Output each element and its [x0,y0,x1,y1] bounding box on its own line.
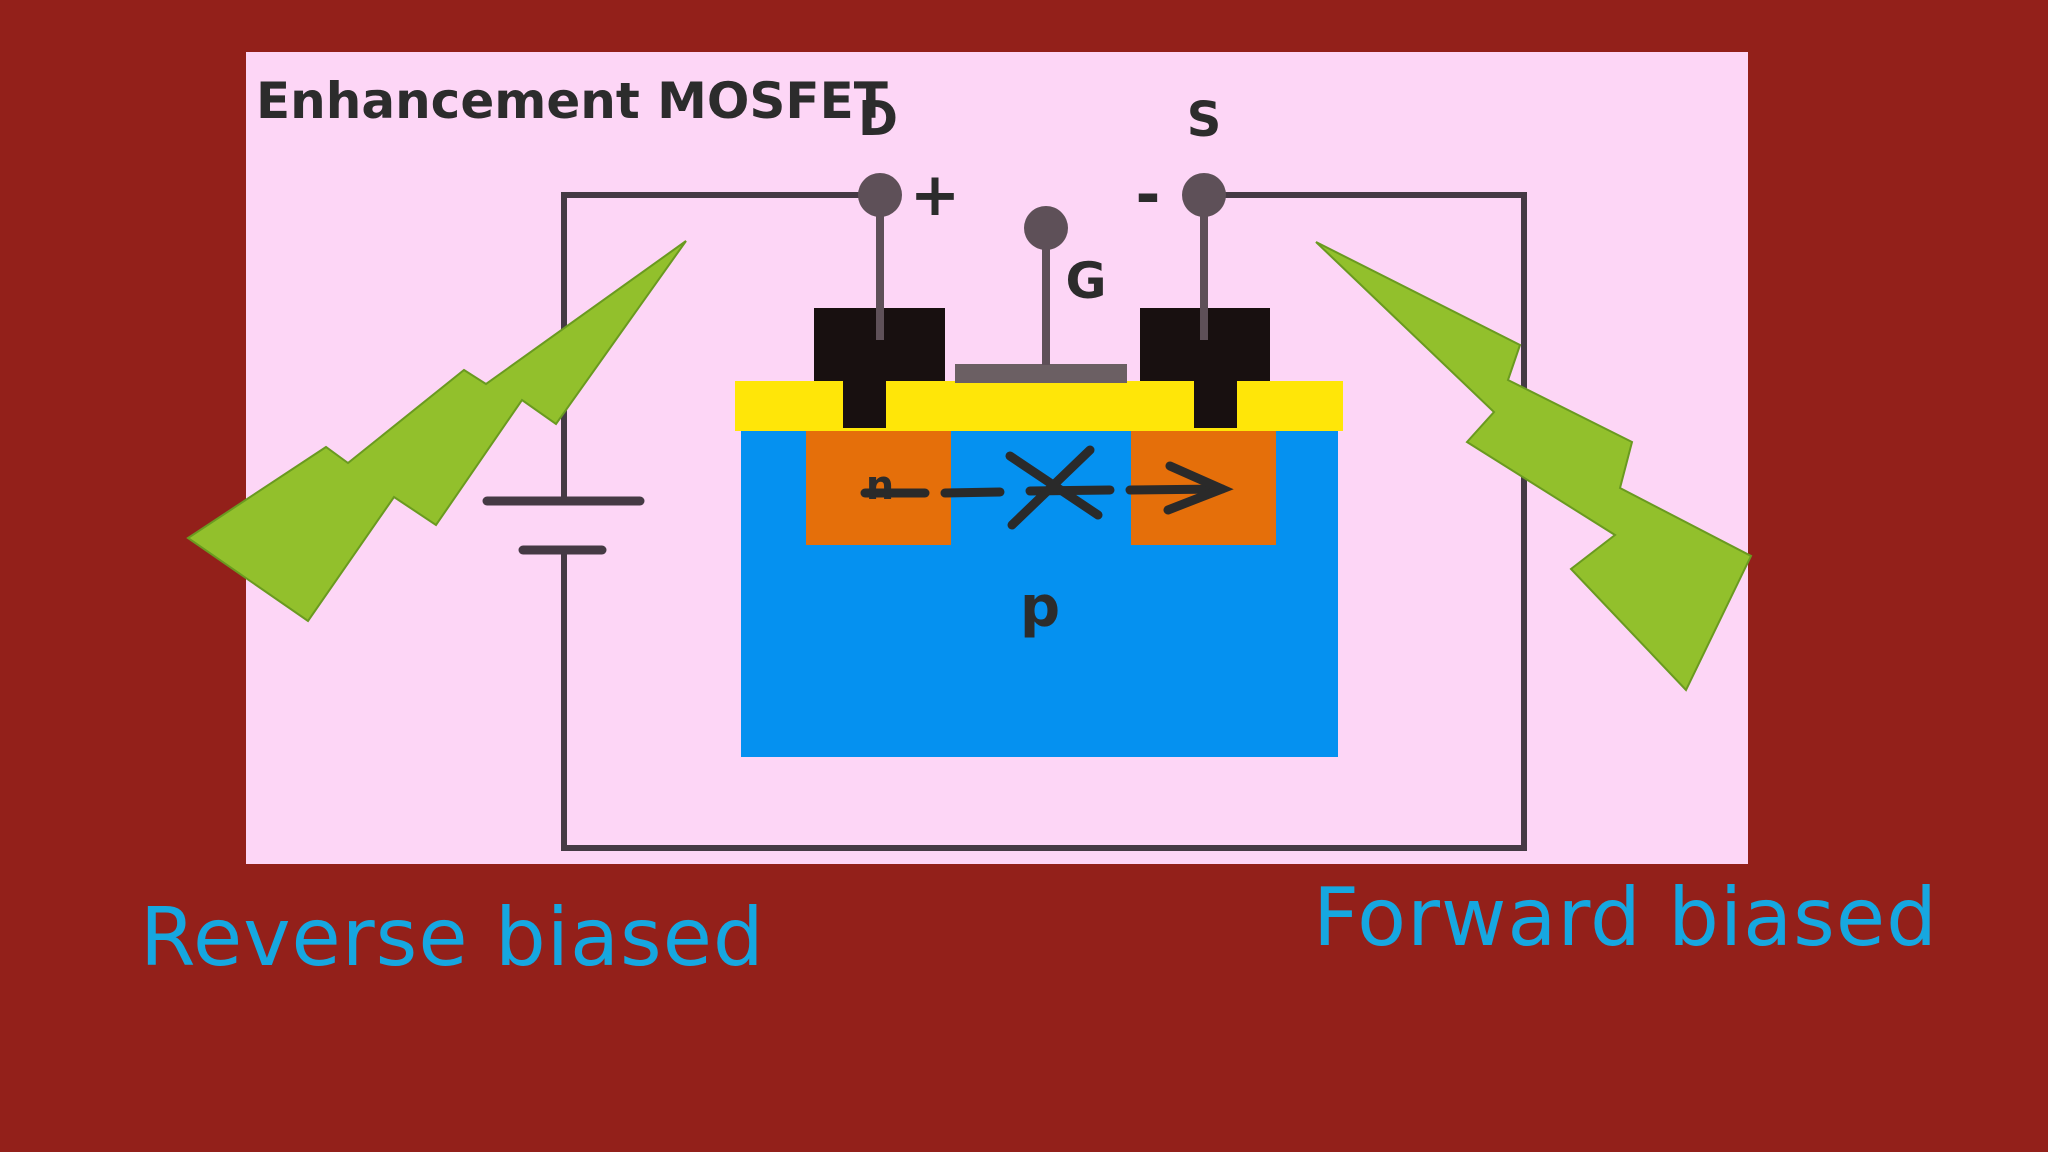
source-terminal-dot [1182,173,1226,217]
terminal-leads [876,195,1208,365]
drain-polarity: + [910,160,960,230]
gate-terminal-dot [1024,206,1068,250]
p-region-label: p [1020,575,1060,640]
oxide-layer [735,381,1343,431]
blocked-current-arrow [860,445,1234,530]
gate-electrode [955,364,1127,383]
diagram-title: Enhancement MOSFET [256,72,888,130]
forward-biased-caption: Forward biased [1313,871,1938,964]
source-label: S [1187,92,1222,148]
source-contact [1140,308,1270,428]
source-polarity: - [1136,160,1161,230]
drain-label: D [858,91,898,147]
reverse-biased-caption: Reverse biased [140,891,765,984]
n-region-drain [806,425,951,545]
drain-terminal-dot [858,173,902,217]
drain-contact [814,308,945,428]
gate-label: G [1065,252,1106,310]
lightning-bolt-icon [1315,241,1753,692]
n-region-label: n [866,463,894,509]
lightning-bolt-icon [186,240,687,623]
battery-icon [482,496,645,555]
